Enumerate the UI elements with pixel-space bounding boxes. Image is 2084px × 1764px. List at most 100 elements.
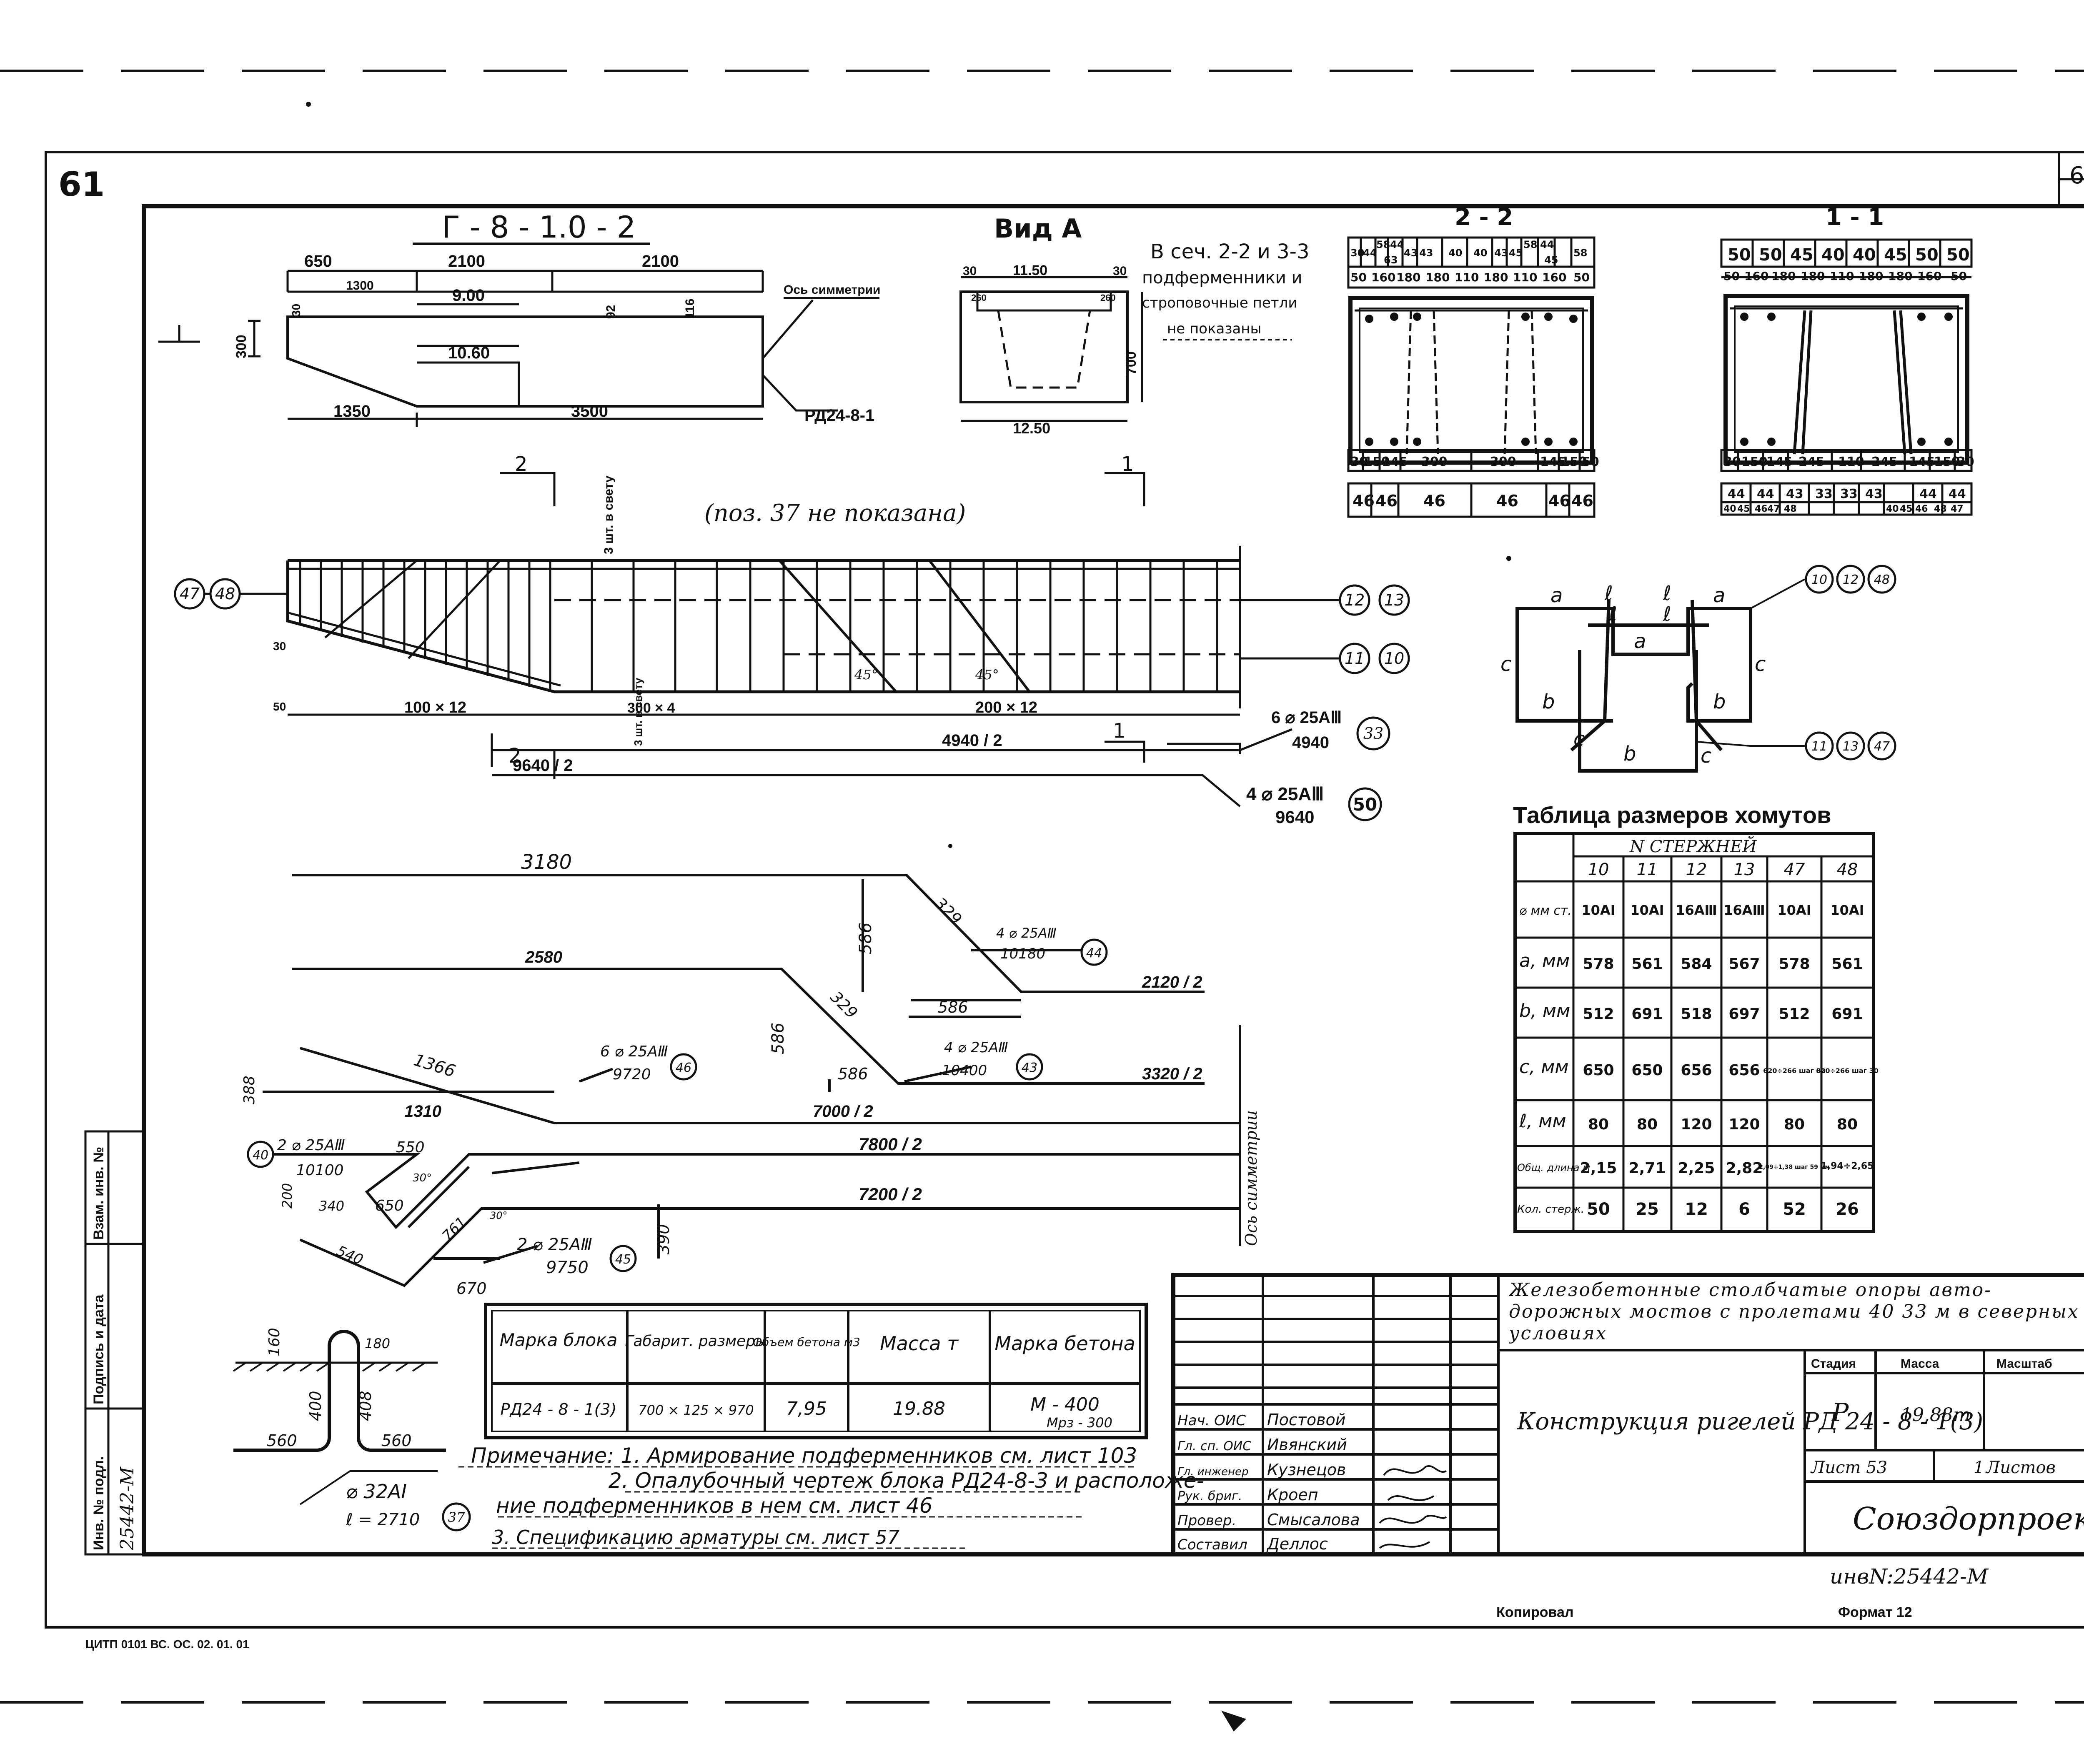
svg-text:6 ⌀ 25АⅢ: 6 ⌀ 25АⅢ bbox=[600, 1043, 668, 1060]
svg-text:560: 560 bbox=[381, 1431, 412, 1450]
svg-text:ℓ, мм: ℓ, мм bbox=[1519, 1111, 1566, 1132]
svg-text:44: 44 bbox=[1949, 487, 1966, 501]
title-block-grid bbox=[1171, 1273, 2084, 1556]
svg-text:26: 26 bbox=[1836, 1200, 1859, 1219]
svg-text:43: 43 bbox=[1494, 247, 1508, 259]
stirrup-row-2: 512 691 518 697 512 691 bbox=[1583, 1006, 1863, 1023]
svg-text:700 × 125 × 970: 700 × 125 × 970 bbox=[638, 1402, 754, 1418]
svg-text:120: 120 bbox=[1728, 1116, 1760, 1133]
organization: Союздорпроект bbox=[1853, 1501, 2084, 1537]
mass-header: Масса bbox=[1901, 1357, 1939, 1371]
svg-text:180: 180 bbox=[1396, 270, 1420, 284]
svg-text:7000 / 2: 7000 / 2 bbox=[813, 1102, 873, 1121]
stirrup-row-labels: ⌀ мм ст. a, мм b, мм c, мм ℓ, мм Общ. дл… bbox=[1517, 903, 1590, 1216]
svg-text:3. Спецификацию арматуры см. л: 3. Спецификацию арматуры см. лист 57 bbox=[492, 1526, 899, 1549]
svg-text:46: 46 bbox=[1375, 492, 1398, 510]
stirrup-row-4: 80 80 120 120 80 80 bbox=[1588, 1116, 1858, 1133]
svg-text:58: 58 bbox=[1523, 239, 1537, 250]
svg-text:561: 561 bbox=[1831, 956, 1863, 973]
svg-text:Провер.: Провер. bbox=[1177, 1512, 1236, 1529]
svg-text:12: 12 bbox=[1843, 573, 1859, 587]
stage-value: Р bbox=[1831, 1398, 1849, 1427]
svg-text:145: 145 bbox=[1540, 455, 1566, 469]
svg-text:300: 300 bbox=[1421, 455, 1448, 469]
section-2-2-title: 2 - 2 bbox=[1455, 204, 1513, 231]
svg-text:9750: 9750 bbox=[546, 1258, 589, 1277]
svg-text:46: 46 bbox=[1548, 492, 1571, 510]
svg-text:145: 145 bbox=[1766, 455, 1793, 469]
svg-text:1366: 1366 bbox=[411, 1051, 458, 1081]
bar-50-len: 9640 bbox=[1275, 807, 1314, 827]
svg-text:13: 13 bbox=[1843, 739, 1859, 754]
bent-bar-pos-circles bbox=[247, 938, 1108, 1272]
elev-dim-1350: 1350 bbox=[333, 402, 371, 420]
bar-50-pos: 50 bbox=[1353, 794, 1377, 815]
dim-30-left: 30 bbox=[273, 640, 286, 653]
svg-text:50: 50 bbox=[1723, 269, 1740, 283]
svg-text:7,95: 7,95 bbox=[786, 1398, 827, 1419]
svg-text:30°: 30° bbox=[413, 1172, 432, 1184]
spacing-label-3: 200 × 12 bbox=[975, 699, 1037, 716]
stirrup-table-grid bbox=[1513, 832, 1875, 1233]
svg-text:656: 656 bbox=[1681, 1062, 1712, 1079]
svg-text:400: 400 bbox=[306, 1391, 325, 1421]
svg-text:180: 180 bbox=[1888, 269, 1912, 283]
reinforcement-pos-labels: 47 48 12 13 11 10 bbox=[180, 585, 1404, 668]
svg-text:11: 11 bbox=[1637, 860, 1658, 879]
svg-text:46: 46 bbox=[1571, 492, 1593, 510]
view-a bbox=[959, 276, 1143, 422]
svg-text:160: 160 bbox=[1744, 269, 1768, 283]
svg-text:44: 44 bbox=[1540, 239, 1554, 250]
elev-dim-2100b: 2100 bbox=[642, 252, 679, 270]
section-note-line2: подферменники и bbox=[1142, 268, 1302, 288]
svg-text:45: 45 bbox=[1737, 504, 1750, 514]
stirrup-diagram bbox=[1515, 600, 1752, 773]
svg-text:40: 40 bbox=[1886, 504, 1899, 514]
svg-text:50: 50 bbox=[1582, 455, 1599, 469]
svg-text:12: 12 bbox=[1686, 860, 1707, 879]
svg-text:10АⅠ: 10АⅠ bbox=[1581, 902, 1615, 918]
svg-text:Общ. длина м: Общ. длина м bbox=[1517, 1162, 1590, 1173]
svg-text:670: 670 bbox=[456, 1279, 487, 1298]
bar-33-spec: 6 ⌀ 25АⅢ bbox=[1271, 708, 1342, 727]
svg-text:110: 110 bbox=[1830, 269, 1854, 283]
section-note-line4: не показаны bbox=[1167, 320, 1261, 337]
elevation-title: Г - 8 - 1.0 - 2 bbox=[442, 210, 636, 245]
svg-text:2,15: 2,15 bbox=[1580, 1160, 1617, 1177]
svg-text:586: 586 bbox=[856, 923, 875, 954]
svg-text:300: 300 bbox=[1490, 455, 1516, 469]
svg-text:4 ⌀ 25АⅢ: 4 ⌀ 25АⅢ bbox=[996, 925, 1057, 941]
svg-text:245: 245 bbox=[1798, 455, 1825, 469]
spacing-label-2: 300 × 4 bbox=[627, 700, 675, 716]
svg-text:10АⅠ: 10АⅠ bbox=[1777, 902, 1811, 918]
stamp-inv-value: 25442-М bbox=[117, 1466, 138, 1551]
section-mark-2-bottom: 2 bbox=[508, 744, 521, 768]
svg-text:58: 58 bbox=[1376, 239, 1390, 250]
svg-text:25: 25 bbox=[1636, 1200, 1659, 1219]
svg-text:10: 10 bbox=[1588, 860, 1609, 879]
reinforcement-note: (поз. 37 не показана) bbox=[704, 500, 966, 527]
loop-pos-circle bbox=[442, 1502, 471, 1531]
svg-text:691: 691 bbox=[1631, 1006, 1663, 1023]
svg-text:46: 46 bbox=[1915, 504, 1928, 514]
misc-marks bbox=[306, 102, 1511, 1731]
svg-text:47: 47 bbox=[180, 585, 200, 603]
svg-text:150: 150 bbox=[1934, 455, 1960, 469]
symmetry-axis-label: Ось симметрии bbox=[1242, 1110, 1260, 1246]
svg-text:46: 46 bbox=[1353, 492, 1375, 510]
svg-text:40: 40 bbox=[1723, 504, 1736, 514]
stirrup-group-header: N СТЕРЖНЕЙ bbox=[1629, 836, 1757, 856]
vertical-label-bottom: 3 шт. в свету bbox=[632, 678, 644, 746]
svg-text:80: 80 bbox=[1837, 1116, 1858, 1133]
svg-text:650: 650 bbox=[1631, 1062, 1663, 1079]
elev-dim-650: 650 bbox=[304, 252, 332, 270]
svg-text:40: 40 bbox=[1853, 245, 1876, 265]
elev-dim-30: 30 bbox=[290, 304, 303, 317]
svg-text:Составил: Составил bbox=[1177, 1536, 1247, 1553]
svg-text:761: 761 bbox=[439, 1214, 470, 1244]
svg-text:2,71: 2,71 bbox=[1629, 1160, 1666, 1177]
svg-text:11: 11 bbox=[1811, 739, 1827, 754]
svg-text:2120 / 2: 2120 / 2 bbox=[1142, 973, 1202, 991]
svg-text:58: 58 bbox=[1573, 247, 1587, 259]
